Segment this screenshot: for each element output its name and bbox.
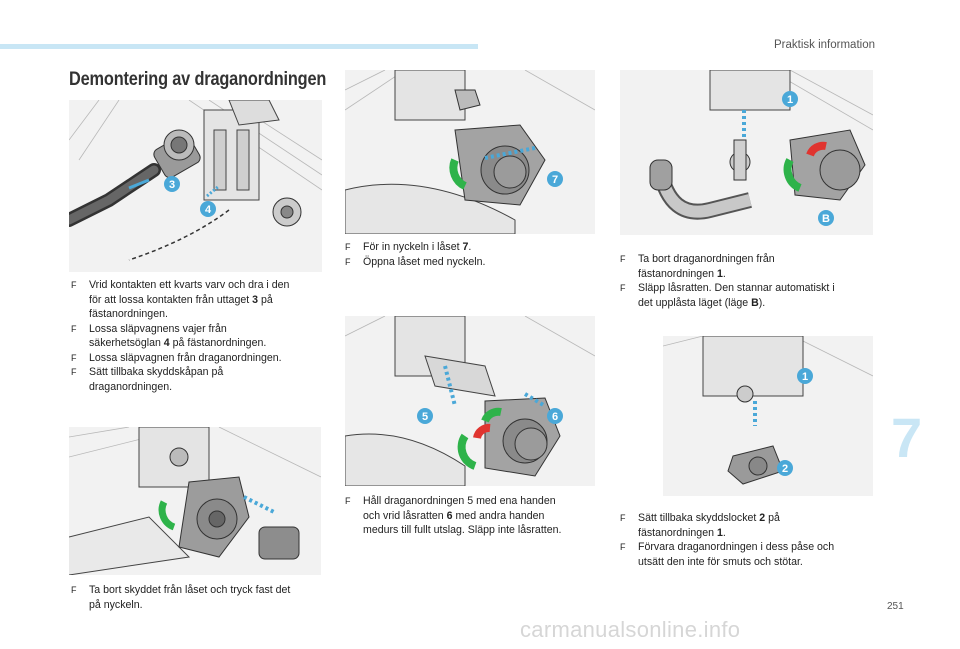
figure-turn-knob: 5 6 [345,316,595,486]
page-number: 251 [887,601,904,612]
figure-connector: 3 4 [69,100,322,272]
badge-1: 1 [787,94,793,106]
figure-remove-towbar: 1 B [620,70,873,235]
section-title: Praktisk information [774,39,875,51]
badge-7: 7 [552,174,558,186]
page-title: Demontering av draganordningen [69,69,327,90]
badge-4: 4 [205,204,212,216]
badge-6: 6 [552,411,558,423]
chapter-number: 7 [891,406,923,469]
header-accent-bar [0,44,478,49]
figure-refit-cap: 1 2 [663,336,873,496]
figure-lock-cover [69,427,321,575]
figure-insert-key: 7 [345,70,595,234]
badge-3: 3 [169,179,175,191]
badge-1-cap: 1 [802,371,808,383]
watermark: carmanualsonline.info [520,617,741,642]
badge-B: B [822,213,830,225]
badge-5: 5 [422,411,428,423]
badge-2: 2 [782,463,788,475]
